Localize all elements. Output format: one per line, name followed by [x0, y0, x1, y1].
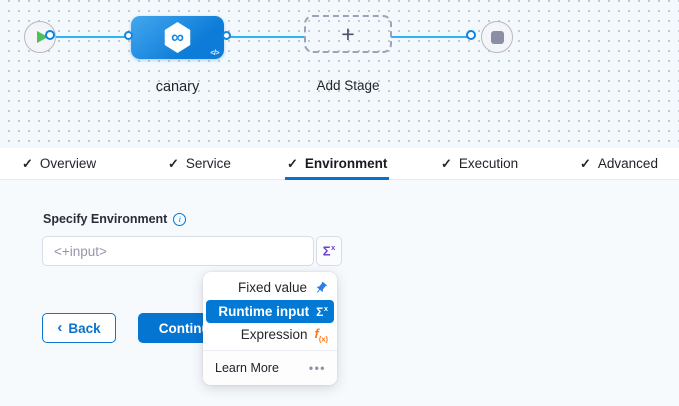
pipeline-canvas[interactable]: ∞ </> canary + Add Stage	[0, 0, 679, 148]
back-button[interactable]: ‹ Back	[42, 313, 116, 343]
chevron-left-icon: ‹	[57, 318, 63, 336]
edge-start-to-stage	[52, 35, 134, 38]
tab-environment[interactable]: ✓ Environment	[284, 148, 390, 180]
plus-icon: +	[341, 20, 355, 47]
stage-config-tabbar: ✓ Overview ✓ Service ✓ Environment ✓ Exe…	[0, 148, 679, 180]
add-stage-button[interactable]: +	[304, 15, 392, 53]
tab-execution[interactable]: ✓ Execution	[441, 155, 519, 172]
specify-environment-label: Specify Environment	[43, 212, 168, 226]
runtime-input-type-button[interactable]: Σx	[316, 236, 342, 266]
menu-item-expression[interactable]: Expression f(x)	[240, 325, 328, 344]
stage-name-label: canary	[155, 79, 200, 95]
cd-stage-icon: ∞	[164, 22, 191, 53]
stop-icon	[491, 31, 504, 44]
check-icon: ✓	[580, 155, 591, 171]
more-options-icon[interactable]: •••	[308, 360, 326, 375]
pin-icon	[316, 281, 327, 293]
play-icon	[37, 31, 48, 43]
menu-item-fixed-value[interactable]: Fixed value	[203, 276, 337, 300]
learn-more-row[interactable]: Learn More •••	[203, 349, 337, 385]
menu-item-runtime-input[interactable]: Runtime input Σx	[206, 299, 334, 323]
sigma-icon: Σx	[322, 243, 336, 259]
check-icon: ✓	[22, 155, 33, 171]
connector-ring-end	[466, 30, 476, 40]
connector-ring-start	[45, 30, 55, 40]
add-stage-label: Add Stage	[316, 78, 380, 93]
stage-connector-right	[222, 30, 231, 40]
stage-node-canary[interactable]: ∞ </>	[124, 16, 231, 59]
fx-icon: f(x)	[314, 325, 328, 344]
check-icon: ✓	[287, 155, 298, 171]
code-icon[interactable]: </>	[210, 50, 219, 57]
check-icon: ✓	[441, 155, 452, 171]
info-icon[interactable]: i	[173, 212, 187, 226]
tab-overview[interactable]: ✓ Overview	[22, 155, 97, 172]
environment-tab-content: Specify Environment i Σx ‹ Back Continue…	[0, 180, 679, 406]
environment-input[interactable]	[42, 236, 314, 266]
stage-connector-left	[124, 30, 133, 40]
edge-stage-to-addstage	[223, 35, 305, 38]
input-type-dropdown: Fixed value Runtime input Σx Expression …	[203, 272, 337, 385]
learn-more-label: Learn More	[215, 360, 279, 375]
tab-service[interactable]: ✓ Service	[168, 155, 231, 172]
edge-addstage-to-end	[391, 35, 468, 38]
check-icon: ✓	[168, 155, 179, 171]
pipeline-end-node[interactable]	[481, 21, 513, 53]
sigma-icon: Σx	[316, 303, 328, 319]
tab-advanced[interactable]: ✓ Advanced	[580, 155, 658, 172]
